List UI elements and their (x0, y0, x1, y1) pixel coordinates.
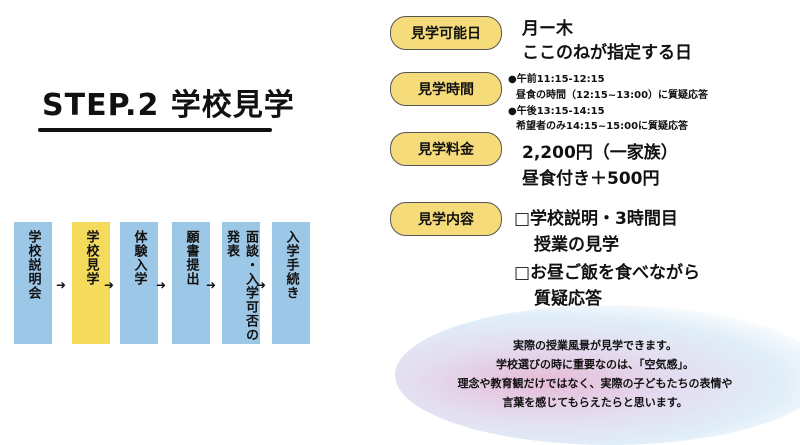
visit-days-label: 見学可能日 (390, 16, 502, 50)
visit-content-line3: □お昼ご飯を食べながら (514, 263, 701, 283)
title-underline (38, 128, 272, 132)
visit-content-line4: 質疑応答 (534, 289, 602, 309)
page-title: STEP.2 学校見学 (42, 88, 295, 123)
description-line: 学校選びの時に重要なのは、「空気感」。 (496, 358, 694, 371)
arrow-icon: ➜ (206, 278, 217, 292)
visit-content-line2: 授業の見学 (534, 235, 619, 255)
visit-fee-line2: 昼食付き＋500円 (522, 169, 660, 189)
arrow-icon: ➜ (104, 278, 115, 292)
visit-time-pm-note: 希望者のみ14:15~15:00に質疑応答 (516, 121, 689, 132)
description-line: 言葉を感じてもらえたらと思います。 (502, 396, 688, 409)
arrow-icon: ➜ (56, 278, 67, 292)
arrow-icon: ➜ (156, 278, 167, 292)
step-label: 体験入学 (131, 230, 147, 286)
visit-description: 実際の授業風景が見学できます。 学校選びの時に重要なのは、「空気感」。 理念や教… (430, 336, 760, 412)
visit-content-line1: □学校説明・3時間目 (514, 209, 678, 229)
step-school-briefing: 学校説明会 (14, 222, 52, 344)
step-label: 面談・入学可否の発表 (224, 230, 258, 342)
arrow-icon: ➜ (256, 278, 267, 292)
visit-content-label: 見学内容 (390, 202, 502, 236)
visit-time-am: ●午前11:15-12:15 (508, 74, 605, 85)
step-interview-result: 面談・入学可否の発表 (222, 222, 260, 344)
visit-fee-line1: 2,200円（一家族） (522, 143, 678, 163)
visit-days-line1: 月ー木 (522, 19, 573, 39)
visit-time-pm: ●午後13:15-14:15 (508, 106, 605, 117)
step-label: 学校説明会 (25, 230, 41, 300)
visit-time-label: 見学時間 (390, 72, 502, 106)
visit-fee-label: 見学料金 (390, 132, 502, 166)
step-trial-entry: 体験入学 (120, 222, 158, 344)
step-label: 学校見学 (83, 230, 99, 286)
visit-days-line2: ここのねが指定する日 (522, 43, 692, 63)
description-line: 理念や教育観だけではなく、実際の子どもたちの表情や (457, 377, 733, 390)
step-application: 願書提出 (172, 222, 210, 344)
step-enrollment: 入学手続き (272, 222, 310, 344)
description-line: 実際の授業風景が見学できます。 (513, 339, 677, 352)
step-school-visit: 学校見学 (72, 222, 110, 344)
step-label: 願書提出 (183, 230, 199, 286)
step-label: 入学手続き (283, 230, 299, 300)
visit-time-am-note: 昼食の時間（12:15~13:00）に質疑応答 (516, 90, 709, 101)
